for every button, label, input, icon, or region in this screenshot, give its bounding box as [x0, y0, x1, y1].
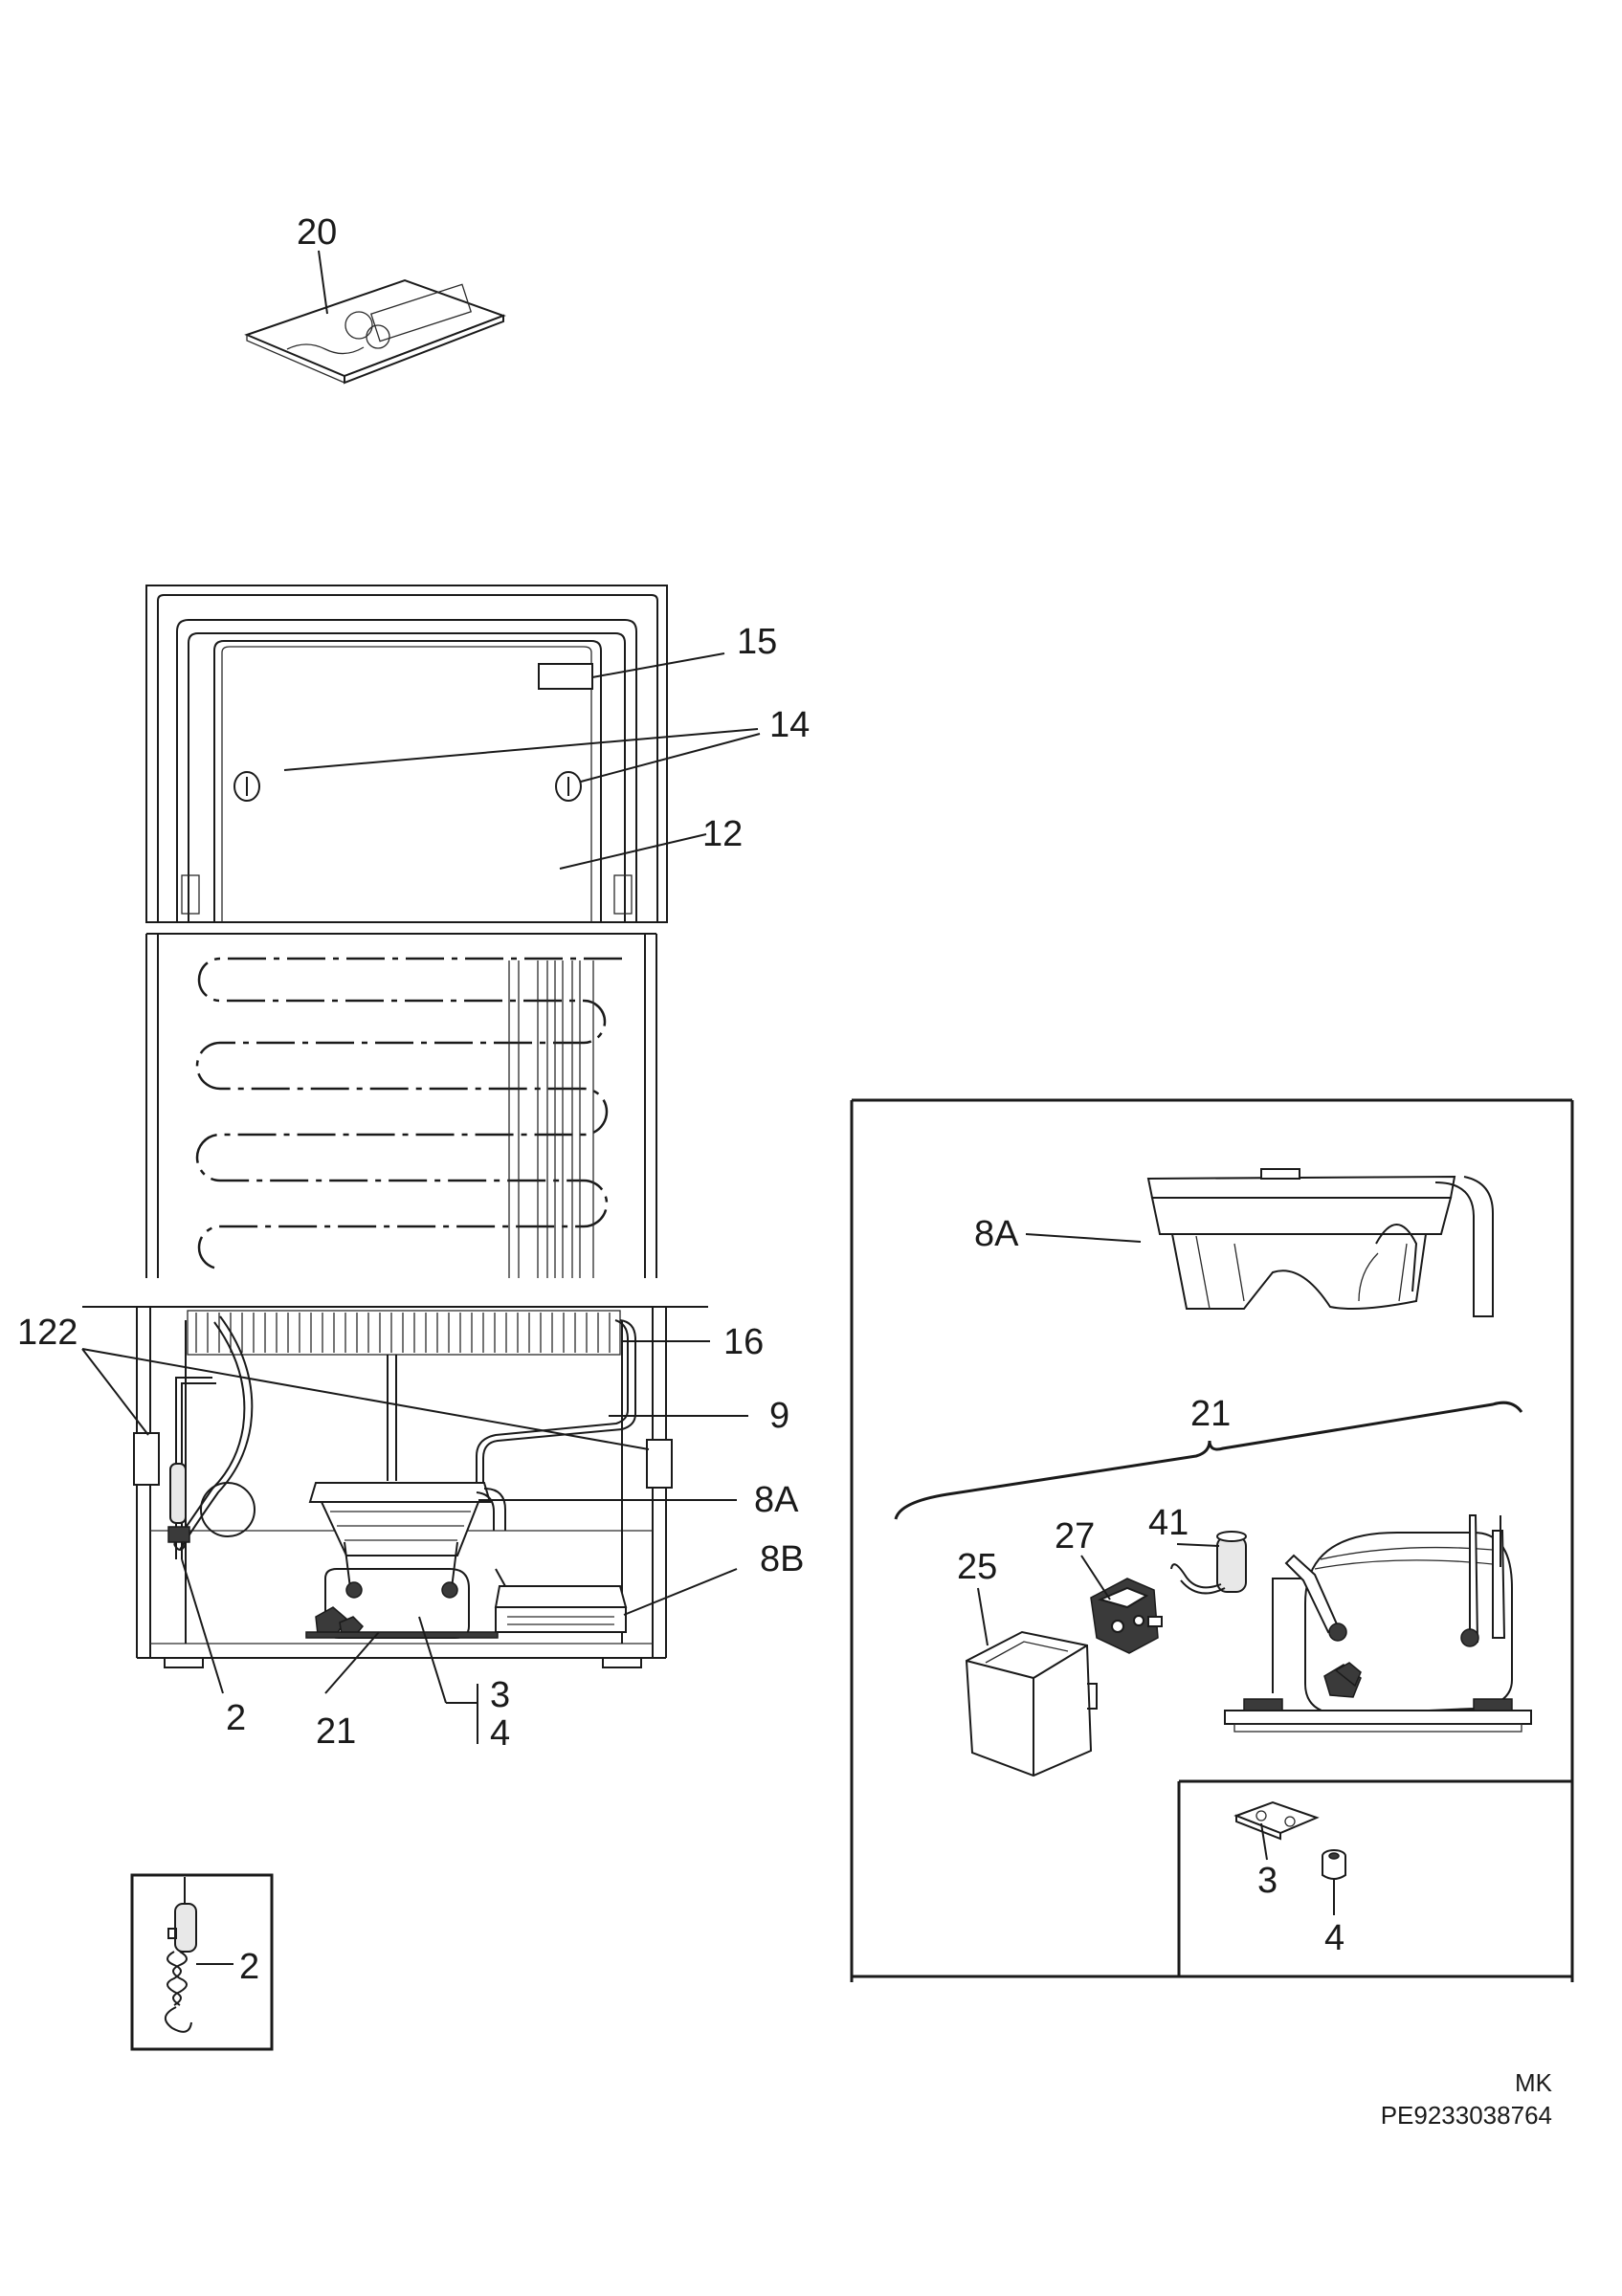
label-detail-2: 2	[239, 1947, 259, 1987]
compressor-brace	[894, 1401, 1523, 1520]
label-20: 20	[297, 212, 337, 253]
compressor-inset-box	[850, 1098, 1574, 1982]
label-14: 14	[769, 705, 810, 745]
sensor-detail-box	[130, 1873, 274, 2051]
footer-code-pe: PE9233038764	[1381, 2101, 1552, 2130]
label-8a: 8A	[754, 1480, 799, 1520]
clip-right	[646, 1439, 673, 1489]
mounting-bracket	[1233, 1800, 1320, 1861]
label-122: 122	[17, 1313, 78, 1353]
label-3: 3	[490, 1675, 510, 1715]
label-27: 27	[1055, 1516, 1095, 1556]
door-assembly	[145, 585, 761, 923]
label-16: 16	[723, 1322, 764, 1362]
label-21: 21	[316, 1711, 356, 1752]
label-2: 2	[226, 1698, 246, 1738]
temperature-sensor	[167, 1463, 190, 1551]
condenser-grille	[187, 1310, 621, 1356]
label-4: 4	[490, 1713, 510, 1754]
drip-tray-8a	[308, 1482, 506, 1556]
label-inset-3: 3	[1257, 1861, 1278, 1901]
inset-leader-lines	[977, 1233, 1220, 1646]
relay-cover	[965, 1630, 1098, 1777]
door-screw-right	[555, 771, 582, 802]
inset-compressor	[1224, 1514, 1532, 1733]
label-inset-4: 4	[1324, 1918, 1344, 1958]
label-inset-8a: 8A	[974, 1214, 1019, 1254]
label-41: 41	[1148, 1503, 1189, 1543]
compressor-main	[305, 1541, 499, 1639]
cabinet-evaporator	[82, 933, 708, 1308]
label-15: 15	[737, 622, 777, 662]
instruction-manual	[244, 250, 506, 385]
label-9: 9	[769, 1396, 789, 1436]
label-8b: 8B	[760, 1539, 804, 1579]
grommet	[1322, 1849, 1346, 1915]
relay	[1090, 1578, 1163, 1654]
footer-code-mk: MK	[1515, 2068, 1553, 2097]
label-inset-21: 21	[1190, 1394, 1231, 1434]
door-screw-left	[233, 771, 260, 802]
rating-plate	[538, 663, 593, 690]
label-12: 12	[702, 814, 743, 854]
capacitor	[1170, 1531, 1247, 1595]
clip-left	[133, 1432, 160, 1486]
leader-lines	[81, 1340, 748, 1744]
drip-tray-8b	[494, 1568, 628, 1633]
label-25: 25	[957, 1547, 997, 1587]
inset-drip-tray-8a	[1146, 1168, 1494, 1317]
